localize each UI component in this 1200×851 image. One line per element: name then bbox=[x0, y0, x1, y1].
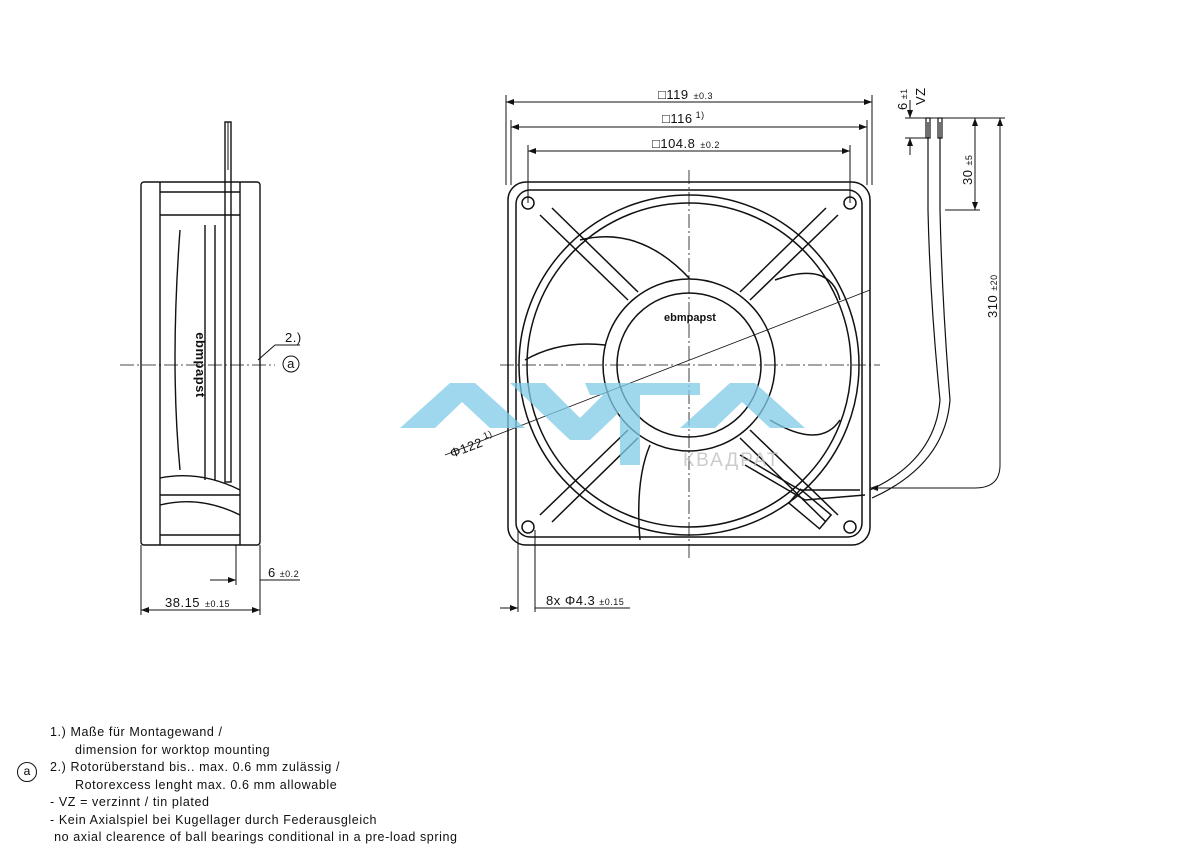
notes-block: 1.) Maße für Montagewand / dimension for… bbox=[50, 724, 458, 847]
dim-lead-strip: 6±1 bbox=[895, 88, 910, 110]
dim-diameter: Φ1221) bbox=[447, 428, 496, 460]
note-line: dimension for worktop mounting bbox=[75, 742, 271, 757]
side-view bbox=[140, 121, 261, 546]
rotor-callout: a bbox=[287, 356, 295, 371]
dim-outer-square: □119±0.3 bbox=[658, 87, 713, 102]
note-line: no axial clearence of ball bearings cond… bbox=[50, 830, 458, 844]
note-line: Rotorexcess lenght max. 0.6 mm allowable bbox=[75, 777, 338, 792]
dim-depth: 38.15±0.15 bbox=[165, 595, 230, 610]
note-line: 1.) Maße für Montagewand / bbox=[50, 725, 223, 739]
dim-flange: 6±0.2 bbox=[268, 565, 299, 580]
lead-wires bbox=[869, 117, 951, 499]
dim-lead-length: 310±20 bbox=[985, 274, 1000, 318]
notes-callout: a bbox=[17, 762, 37, 782]
dim-lead-split: 30±5 bbox=[960, 155, 975, 185]
rotor-note-ref: 2.) bbox=[285, 330, 302, 345]
note-line: 2.) Rotorüberstand bis.. max. 0.6 mm zul… bbox=[50, 760, 341, 774]
dim-hole-pitch: □104.8±0.2 bbox=[652, 136, 720, 151]
rotor-callout-circle bbox=[282, 355, 300, 373]
note-line: - VZ = verzinnt / tin plated bbox=[50, 795, 210, 809]
dim-lead-vz: VZ bbox=[913, 87, 928, 105]
note-line: - Kein Axialspiel bei Kugellager durch F… bbox=[50, 812, 378, 827]
dim-holes: 8x Φ4.3±0.15 bbox=[546, 593, 624, 608]
side-logo: ebmpapst bbox=[193, 332, 208, 398]
watermark: КВАДРАТ bbox=[400, 383, 805, 471]
watermark-sub: КВАДРАТ bbox=[683, 450, 780, 471]
front-logo: ebmpapst bbox=[664, 312, 716, 324]
